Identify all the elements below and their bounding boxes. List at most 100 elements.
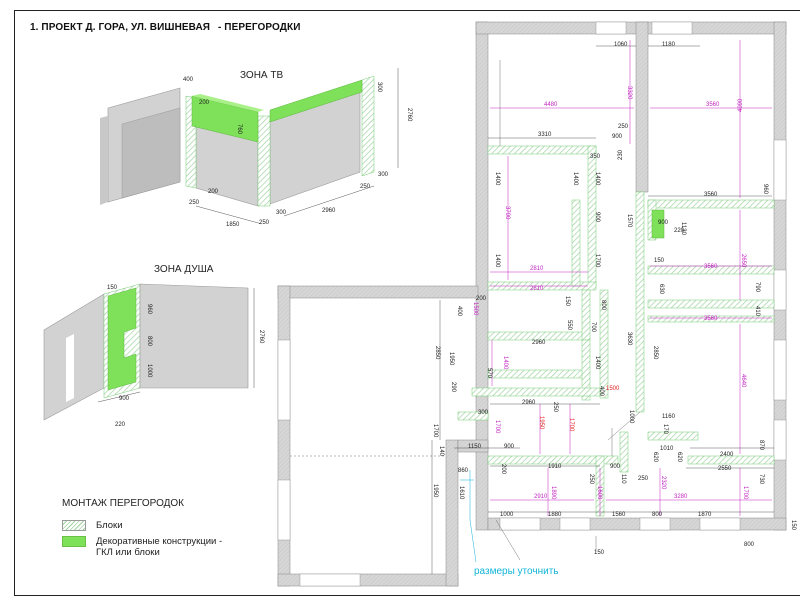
- tv-zone-label: ЗОНА ТВ: [240, 70, 284, 81]
- tv-dim-h: 1850: [226, 222, 240, 228]
- dim-3560-b: 3560: [704, 192, 718, 198]
- dim-630: 630: [658, 284, 664, 295]
- legend-deco-swatch: [62, 536, 86, 547]
- clarify-note: размеры уточнить: [474, 566, 559, 577]
- dim-790: 790: [754, 282, 760, 293]
- dim-570: 570: [486, 368, 492, 379]
- dim-3560-c: 3560: [704, 264, 718, 270]
- dim-1600: 1600: [596, 486, 602, 500]
- dim-1700-d: 1700: [742, 486, 748, 500]
- dim-1400-f: 1400: [594, 356, 600, 370]
- dim-1010: 1010: [660, 446, 674, 452]
- dim-200: 200: [476, 296, 487, 302]
- dim-400: 400: [456, 306, 462, 317]
- dim-860: 860: [458, 468, 469, 474]
- shower-dim-d: 1000: [146, 364, 152, 378]
- shower-dim-f: 900: [119, 396, 130, 402]
- dim-1870: 1870: [698, 512, 712, 518]
- dim-1560: 1560: [612, 512, 626, 518]
- dim-200-b: 200: [500, 464, 506, 475]
- dim-1950: 1950: [448, 352, 454, 366]
- legend-blocks-text: Блоки: [96, 520, 123, 531]
- dim-2320: 2320: [660, 476, 666, 490]
- shower-dim-b: 960: [146, 304, 152, 315]
- dim-220: 220: [674, 228, 685, 234]
- dim-3560-d: 3560: [704, 316, 718, 322]
- dim-150-c: 150: [594, 550, 605, 556]
- title-section: - ПЕРЕГОРОДКИ: [218, 22, 301, 33]
- dim-2400: 2400: [720, 452, 734, 458]
- tv-dim-m: 300: [378, 172, 389, 178]
- dim-1400-d: 1400: [494, 254, 500, 268]
- dim-960: 960: [762, 184, 768, 195]
- dim-150-b: 150: [564, 296, 570, 307]
- shower-dim-e: 2760: [258, 330, 264, 344]
- dim-350: 350: [590, 154, 601, 160]
- dim-1950-c: 1950: [432, 484, 438, 498]
- dim-250-c: 250: [588, 474, 594, 485]
- dim-4090: 4090: [738, 98, 744, 112]
- dim-110: 110: [620, 474, 626, 484]
- dim-2550: 2550: [718, 466, 732, 472]
- drawing-title: 1. ПРОЕКТ Д. ГОРА, УЛ. ВИШНЕВАЯ - ПЕРЕГО…: [30, 22, 300, 33]
- shower-dim-c: 800: [146, 336, 152, 347]
- dim-1400-a: 1400: [494, 172, 500, 186]
- dim-1160: 1160: [662, 414, 676, 420]
- tv-dim-a: 400: [183, 77, 194, 83]
- dim-2650: 2650: [740, 254, 746, 268]
- dim-400-b: 400: [598, 386, 604, 397]
- dim-3310: 3310: [538, 132, 552, 138]
- dim-2850-b: 2850: [652, 346, 658, 360]
- dim-700: 700: [590, 322, 596, 333]
- dim-250-d: 250: [638, 476, 649, 482]
- dim-230: 230: [618, 149, 624, 160]
- shower-dim-a: 150: [107, 285, 118, 291]
- dim-150-d: 150: [790, 520, 796, 531]
- dim-800-c: 800: [744, 542, 755, 548]
- dim-170: 170: [662, 424, 668, 435]
- dim-1890: 1890: [550, 486, 556, 500]
- tv-dim-i: 250: [259, 220, 270, 226]
- legend-blocks-swatch: [62, 520, 86, 531]
- dim-150: 150: [654, 258, 665, 264]
- tv-dim-e: 2760: [406, 108, 412, 122]
- dim-140: 140: [438, 446, 444, 457]
- dim-1180: 1180: [662, 42, 676, 48]
- dim-1400-e: 1400: [502, 356, 508, 370]
- tv-dim-b: 200: [199, 100, 210, 106]
- legend-deco-text-2: ГКЛ или блоки: [96, 547, 160, 558]
- tv-dim-d: 300: [376, 82, 382, 93]
- dim-1950-b: 1950: [538, 416, 544, 430]
- drawing-frame: [14, 10, 800, 596]
- dim-2810-a: 2810: [530, 266, 544, 272]
- dim-2960-b: 2960: [522, 400, 536, 406]
- tv-dim-f: 250: [189, 200, 200, 206]
- dim-1500-a: 1500: [472, 302, 478, 316]
- dim-4640: 4640: [740, 374, 746, 388]
- dim-1610: 1610: [458, 486, 464, 500]
- dim-900-b: 900: [594, 212, 600, 223]
- dim-1700-b: 1700: [494, 420, 500, 434]
- dim-1910: 1910: [548, 464, 562, 470]
- tv-zone-diagram: 400 200 760 300 2760 250 200 1850 250 30…: [100, 68, 412, 228]
- dim-2810-b: 2810: [530, 286, 544, 292]
- legend-title: МОНТАЖ ПЕРЕГОРОДОК: [62, 498, 185, 509]
- dim-2850-a: 2850: [434, 346, 440, 360]
- dim-290: 290: [450, 382, 456, 393]
- shower-dim-g: 220: [115, 422, 126, 428]
- dim-900-e: 900: [610, 464, 621, 470]
- tv-dim-g: 200: [208, 189, 219, 195]
- dim-870: 870: [758, 440, 764, 451]
- tv-dim-l: 250: [360, 184, 371, 190]
- dim-2960-a: 2960: [532, 340, 546, 346]
- dim-410: 410: [754, 306, 760, 317]
- dim-550: 550: [566, 320, 572, 331]
- dim-3320: 3320: [626, 86, 632, 100]
- dim-1700: 1700: [594, 254, 600, 268]
- dim-1000: 1000: [628, 410, 634, 424]
- tv-dim-c: 760: [236, 124, 242, 135]
- tv-dim-j: 300: [276, 210, 287, 216]
- legend-deco-text-1: Декоративные конструкции -: [96, 536, 223, 547]
- dim-900-d: 900: [504, 444, 515, 450]
